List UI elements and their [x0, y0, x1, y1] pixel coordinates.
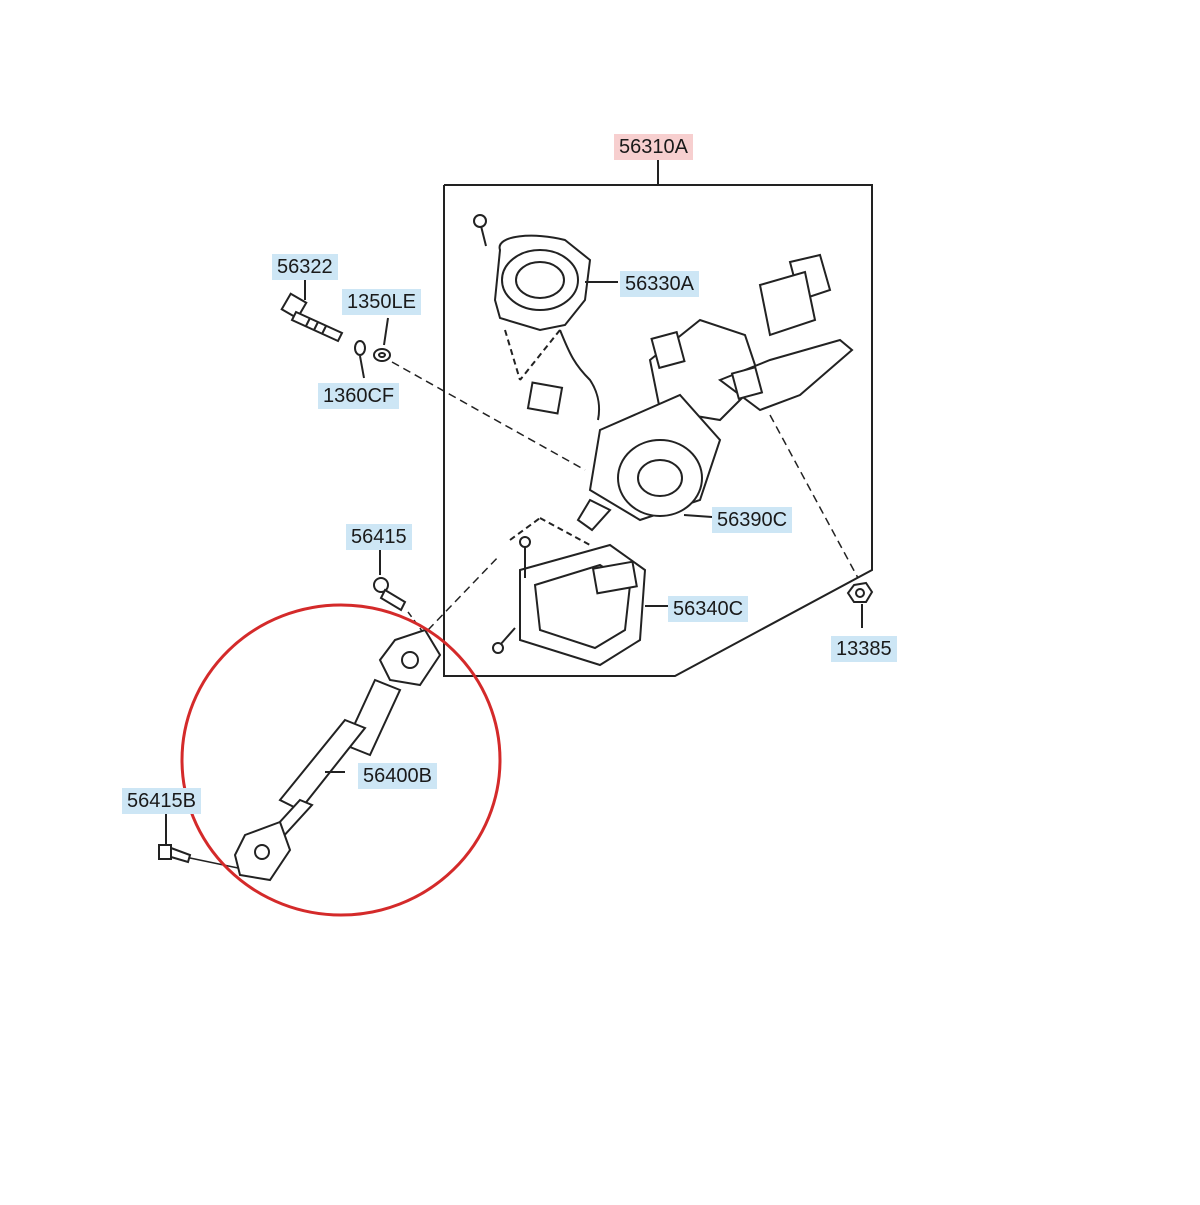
part-label-56415[interactable]: 56415: [346, 524, 412, 550]
control-module-drawing: [492, 517, 668, 667]
part-label-13385[interactable]: 13385: [831, 636, 897, 662]
part-label-56310a[interactable]: 56310A: [614, 134, 693, 160]
part-label-56400b[interactable]: 56400B: [358, 763, 437, 789]
dash-washer-to-column: [391, 361, 586, 471]
part-label-56415b[interactable]: 56415B: [122, 788, 201, 814]
bolt-56322-drawing: [280, 279, 344, 343]
washer-1350le-drawing: [373, 317, 391, 362]
bolt-56415-drawing: [373, 550, 426, 636]
highlight-circle: [180, 603, 502, 917]
ignition-module-drawing: [473, 214, 618, 421]
part-label-56390c[interactable]: 56390C: [712, 507, 793, 533]
bolt-56415b-drawing: [158, 814, 239, 869]
part-label-56322[interactable]: 56322: [272, 254, 338, 280]
intermediate-shaft-drawing: [233, 554, 501, 882]
nut-13385-drawing: [769, 414, 874, 628]
part-label-1350le[interactable]: 1350LE: [342, 289, 421, 315]
steering-column-drawing: [576, 253, 854, 532]
part-label-56330a[interactable]: 56330A: [620, 271, 699, 297]
part-label-56340c[interactable]: 56340C: [668, 596, 749, 622]
part-label-1360cf[interactable]: 1360CF: [318, 383, 400, 409]
washer-1360cf-drawing: [354, 340, 366, 379]
assembly-frame: [443, 184, 873, 677]
